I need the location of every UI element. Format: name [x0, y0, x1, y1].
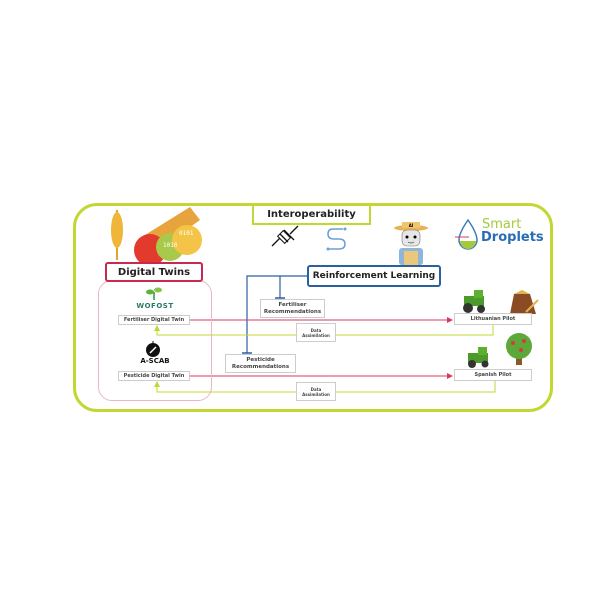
svg-text:0101: 0101: [179, 230, 194, 237]
circuit-s-icon: [326, 227, 347, 251]
wofost-sprout-icon: [146, 287, 162, 300]
smart-droplets-logo-icon: [455, 218, 478, 250]
interoperability-label: Interoperability: [252, 204, 371, 225]
spanish-pilot-icons: [468, 333, 532, 368]
lithuanian-pilot[interactable]: Lithuanian Pilot: [454, 313, 532, 325]
apple-tree-icon: [506, 333, 532, 365]
fruit-data-illustration: 1010 0101: [111, 207, 202, 266]
spanish-pilot[interactable]: Spanish Pilot: [454, 369, 532, 381]
tractor-icon: [463, 290, 485, 313]
ai-farmer-robot-icon: AI: [394, 222, 428, 265]
grain-sack-icon: [510, 290, 539, 314]
fertiliser-recommendations[interactable]: Fertiliser Recommendations: [260, 299, 325, 318]
data-assimilation-2: Data Assimilation: [296, 382, 336, 401]
ascab-label: A-SCAB: [140, 357, 170, 365]
ascab-apple-icon: [146, 341, 160, 357]
blue-connector: [246, 275, 307, 353]
digital-twins-label: Digital Twins: [105, 262, 203, 282]
pesticide-recommendations[interactable]: Pesticide Recommendations: [225, 354, 296, 373]
logo-smart: Smart: [482, 217, 522, 232]
svg-text:AI: AI: [409, 223, 414, 228]
lithuanian-pilot-icons: [463, 290, 539, 314]
pesticide-digital-twin[interactable]: Pesticide Digital Twin: [118, 371, 190, 381]
reinforcement-learning-label: Reinforcement Learning: [307, 265, 441, 287]
tractor-icon: [468, 347, 489, 368]
logo-droplets: Droplets: [481, 230, 544, 245]
wofost-label: WOFOST: [136, 302, 174, 310]
svg-text:1010: 1010: [163, 242, 178, 249]
data-assimilation-1: Data Assimilation: [296, 323, 336, 342]
fertiliser-digital-twin[interactable]: Fertiliser Digital Twin: [118, 315, 190, 325]
plug-icon: [271, 225, 299, 247]
